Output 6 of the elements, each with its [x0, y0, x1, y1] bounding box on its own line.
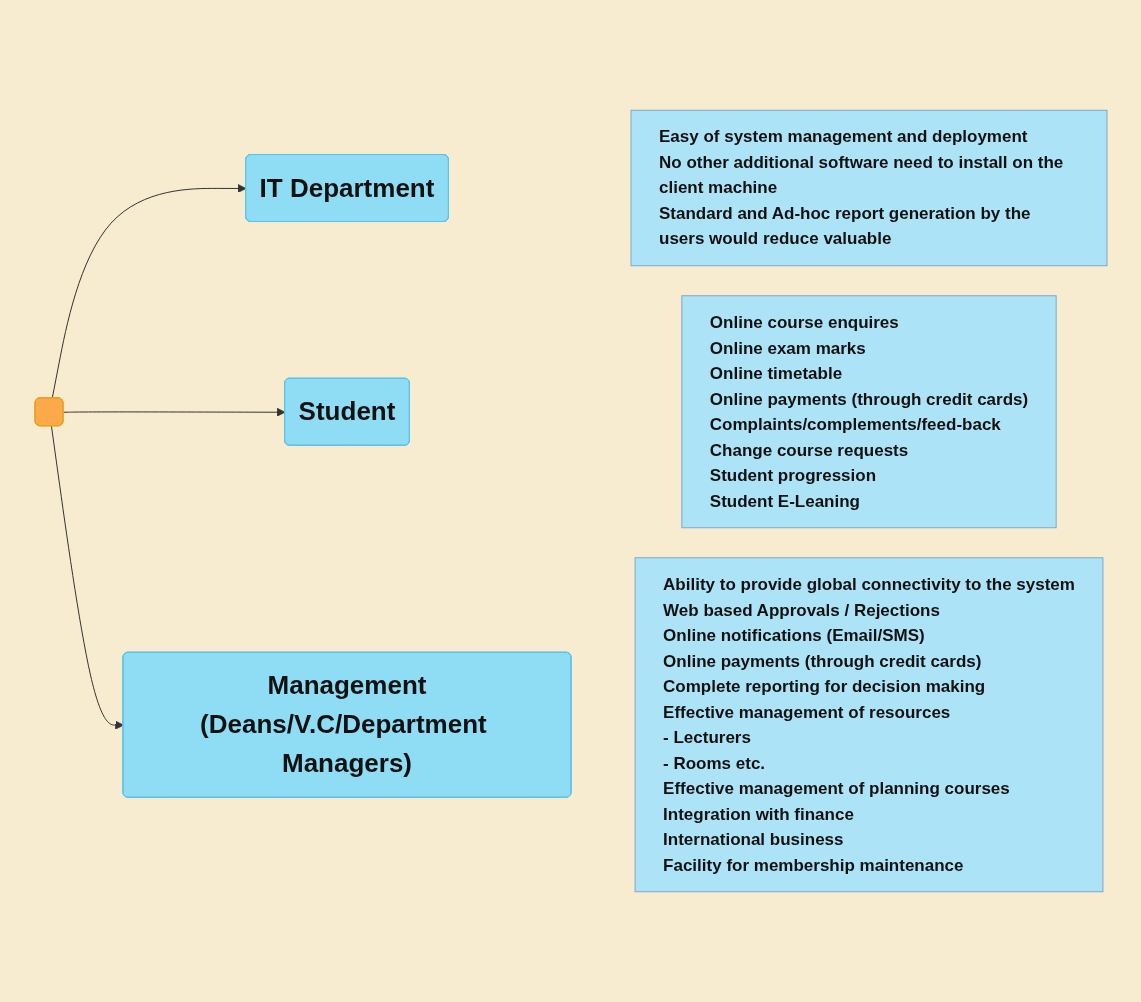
arrow: [62, 407, 285, 417]
node-box: [630, 109, 1107, 267]
node-box: [680, 295, 1057, 529]
arrow: [51, 184, 246, 399]
arrow: [50, 425, 124, 730]
node-box: [634, 557, 1103, 893]
